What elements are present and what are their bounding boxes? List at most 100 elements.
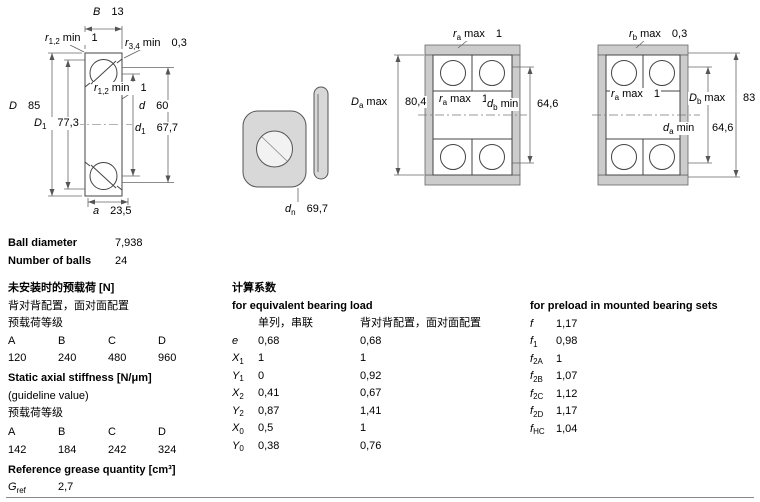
preload-factor-row-f2B: f2B 1,07 [530,370,750,388]
ball-diameter-row: Ball diameter 7,938 [8,237,226,255]
dim-value: 0,3 [671,28,688,40]
dim-value: 85 [27,100,41,112]
dim-symbol: D [351,96,359,108]
dim-value: 60 [156,100,169,112]
factor-symbol: Y [232,439,240,452]
dim-value: 1 [481,93,489,105]
factor-value-2: 0,76 [360,439,382,452]
dim-suffix: min [500,98,519,110]
dim-value: 0,3 [171,37,187,49]
dim-symbol: r [611,88,615,100]
factor-value-2: 1 [360,422,367,434]
factor-symbol: X [232,352,240,364]
dim-symbol: a [93,205,100,217]
grease-symbol-subscript: ref [16,485,26,495]
factor-value: 0,98 [556,335,578,347]
factor-symbol: Y [232,404,240,417]
preload-unmounted-title: 未安装时的预载荷 [N] [8,282,115,294]
dim-symbol: r [629,28,633,40]
dim-da-value: 64,6 [711,122,735,134]
preload-factor-row-f1: f1 0,98 [530,335,750,353]
preload-value-C: 480 [108,352,127,364]
dim-suffix: max [622,88,643,100]
factor-value-1: 0,38 [258,439,280,452]
dim-symbol: d [135,122,142,134]
factor-value-1: 1 [258,352,265,364]
stiffness-header-B: B [58,426,66,438]
calc-row-Y1: Y1 0 0,92 [232,370,528,388]
dim-subscript: 1,2 [97,86,109,96]
factor-value-1: 0,87 [258,404,280,417]
factor-symbol: X [232,387,240,399]
factor-subscript: 2C [533,392,544,401]
stiffness-header-D: D [158,426,166,438]
dim-symbol: r [453,28,457,40]
number-of-balls-value: 24 [115,254,128,267]
factor-value: 1,07 [556,370,578,382]
preload-factor-row-f: f 1,17 [530,318,750,336]
calc-row-X0: X0 0,5 1 [232,422,528,440]
factor-symbol: e [232,334,239,347]
factor-value-1: 0 [258,369,265,382]
dim-subscript: 1,2 [48,36,60,46]
factor-value-1: 0,41 [258,387,280,399]
dim-value: 69,7 [306,203,328,215]
number-of-balls-row: Number of balls 24 [8,255,226,273]
factor-value-2: 1,41 [360,404,382,417]
calc-factors-title: 计算系数 [232,282,276,294]
ball-diameter-value: 7,938 [115,237,143,249]
preload-value-A: 120 [8,352,27,364]
factor-subscript: 1 [239,356,244,366]
factor-subscript: 1 [239,374,244,383]
dim-symbol: r [125,37,129,49]
dim-value: 1 [495,28,503,40]
preload-value-B: 240 [58,352,77,364]
bearing-drawings-svg [48,26,740,207]
dim-suffix: min [676,122,695,134]
dim-symbol: D [34,117,42,129]
grease-symbol: Gref [8,481,58,499]
factor-subscript: HC [533,427,545,436]
calc-row-Y0: Y0 0,38 0,76 [232,440,528,458]
factor-subscript: 0 [239,444,244,453]
factor-symbol: f [530,335,534,347]
dim-symbol: r [94,82,98,94]
calc-col2-header: 背对背配置，面对面配置 [360,317,481,329]
factor-subscript: 2 [239,391,244,401]
dim-subscript: b [632,32,638,42]
factor-value: 1,04 [556,422,578,435]
preload-factors-title: for preload in mounted bearing sets [530,300,718,312]
dim-subscript: a [669,126,674,136]
stiffness-note: (guideline value) [8,389,89,402]
dim-subscript: a [614,92,620,102]
preload-factor-row-f2D: f2D 1,17 [530,405,750,423]
calc-factors-column: 计算系数 for equivalent bearing load 单列，串联 背… [232,282,528,457]
equivalent-load-title: for equivalent bearing load [232,299,373,312]
dim-value: 13 [111,6,124,18]
grease-row: Gref 2,7 [8,481,226,499]
calc-row-X2: X2 0,41 0,67 [232,387,528,405]
dim-Db-value: 83 [742,92,757,104]
bottom-divider [6,497,754,498]
dim-db-value: 64,6 [536,98,560,110]
factor-value: 1,12 [556,387,578,400]
dim-suffix: max [366,96,388,108]
stiffness-value-C: 242 [108,443,127,456]
dim-subscript: a [442,97,448,107]
factor-value-2: 1 [360,352,367,364]
factor-symbol: Y [232,369,240,382]
preload-header-C: C [108,334,116,347]
